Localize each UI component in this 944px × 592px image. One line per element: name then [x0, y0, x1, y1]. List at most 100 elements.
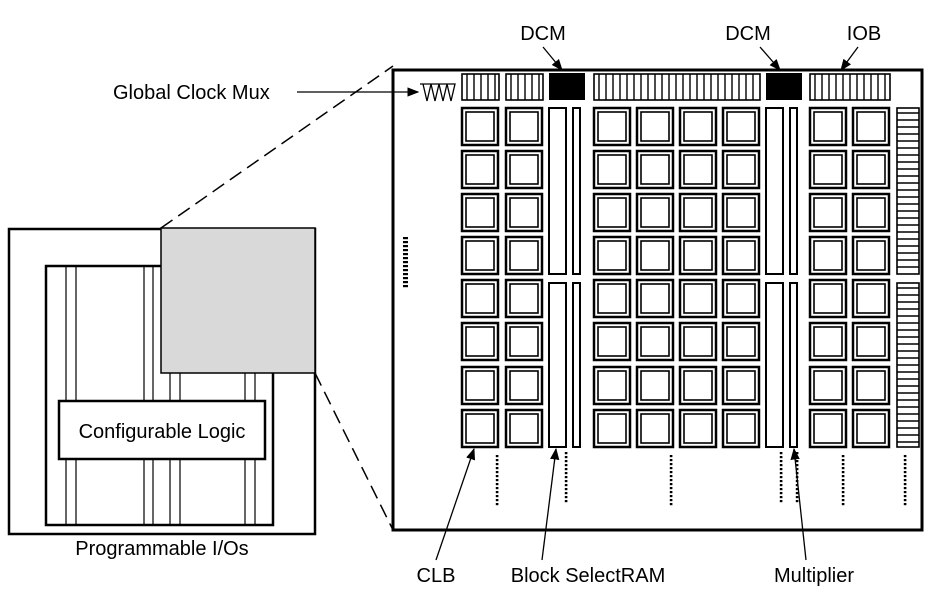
clb-tile: [635, 278, 675, 319]
clb-tile-inner: [465, 154, 495, 185]
dot: [779, 476, 783, 479]
clb-tile-inner: [813, 240, 843, 271]
clb-tile: [504, 408, 544, 449]
leader-arrows: [297, 46, 859, 561]
dot: [495, 467, 499, 470]
clb-tile-inner: [726, 240, 756, 271]
clb-tile: [460, 149, 500, 190]
clb-tile: [592, 408, 632, 449]
dot: [795, 488, 799, 491]
dot: [841, 487, 845, 490]
dot: [841, 503, 845, 506]
clb-tile: [721, 235, 761, 276]
clb-tile: [678, 149, 718, 190]
dot: [403, 253, 408, 256]
clb-tile: [721, 365, 761, 406]
clb-tile-inner: [856, 413, 886, 444]
dot: [669, 499, 673, 502]
dot: [779, 488, 783, 491]
zoom-lines: [160, 65, 394, 531]
clb-tile-inner: [726, 413, 756, 444]
dot: [669, 495, 673, 498]
dot: [495, 487, 499, 490]
dot: [403, 285, 408, 288]
dot: [779, 464, 783, 467]
dot: [669, 479, 673, 482]
clb-tile: [460, 278, 500, 319]
block-ram-columns: [548, 107, 784, 448]
clb-tile-inner: [683, 240, 713, 271]
clb-tile: [504, 192, 544, 233]
dot: [564, 460, 568, 463]
clb-tile-inner: [640, 413, 670, 444]
block-ram-3: [765, 107, 784, 275]
clb-tile-inner: [597, 197, 627, 228]
dot: [564, 452, 568, 455]
multiplier-2: [572, 282, 581, 448]
clb-tile: [592, 321, 632, 362]
clb-tile-inner: [813, 154, 843, 185]
clb-tile: [721, 192, 761, 233]
dot: [495, 479, 499, 482]
clb-tile-inner: [640, 197, 670, 228]
dot: [564, 468, 568, 471]
clb-tile-inner: [465, 240, 495, 271]
dot: [495, 475, 499, 478]
clb-tile: [635, 365, 675, 406]
dot: [669, 467, 673, 470]
dot: [903, 463, 907, 466]
dot: [779, 468, 783, 471]
clb-tile-inner: [509, 154, 539, 185]
clb-tile: [504, 278, 544, 319]
clb-tile-inner: [726, 197, 756, 228]
dcm-block-right: [766, 73, 802, 100]
dot: [841, 459, 845, 462]
dot: [841, 475, 845, 478]
dot: [495, 463, 499, 466]
dot: [841, 483, 845, 486]
dcm-left-label: DCM: [520, 23, 566, 45]
dot: [495, 471, 499, 474]
dot: [495, 495, 499, 498]
dot: [903, 455, 907, 458]
clb-tile-inner: [683, 326, 713, 357]
iob-strip-vertical: [896, 107, 920, 275]
dot: [403, 249, 408, 252]
dot: [841, 499, 845, 502]
dot: [564, 484, 568, 487]
dot: [795, 468, 799, 471]
clb-tile-inner: [465, 370, 495, 401]
configurable-logic-label: Configurable Logic: [79, 421, 246, 443]
clb-tile: [678, 235, 718, 276]
dot: [779, 460, 783, 463]
clb-tile-inner: [856, 197, 886, 228]
dot: [903, 483, 907, 486]
dot: [403, 245, 408, 248]
clb-tile: [851, 235, 891, 276]
clb-tile: [808, 192, 848, 233]
dot: [564, 472, 568, 475]
clb-tile-inner: [813, 197, 843, 228]
dot: [669, 503, 673, 506]
dot: [903, 471, 907, 474]
dot: [841, 479, 845, 482]
clb-tile: [851, 149, 891, 190]
dot: [795, 500, 799, 503]
clb-tile: [721, 408, 761, 449]
dot: [564, 492, 568, 495]
clb-tile-inner: [856, 283, 886, 314]
clb-tile-inner: [509, 111, 539, 142]
zoom-highlight: [160, 227, 316, 374]
clb-tile: [851, 321, 891, 362]
dot: [841, 455, 845, 458]
clb-tile: [460, 106, 500, 147]
dot: [495, 483, 499, 486]
dot: [403, 265, 408, 268]
clb-tile: [678, 321, 718, 362]
dot: [841, 463, 845, 466]
clb-tile: [635, 106, 675, 147]
dot: [795, 492, 799, 495]
clb-tile: [592, 235, 632, 276]
dot: [841, 495, 845, 498]
clb-tile-inner: [813, 326, 843, 357]
